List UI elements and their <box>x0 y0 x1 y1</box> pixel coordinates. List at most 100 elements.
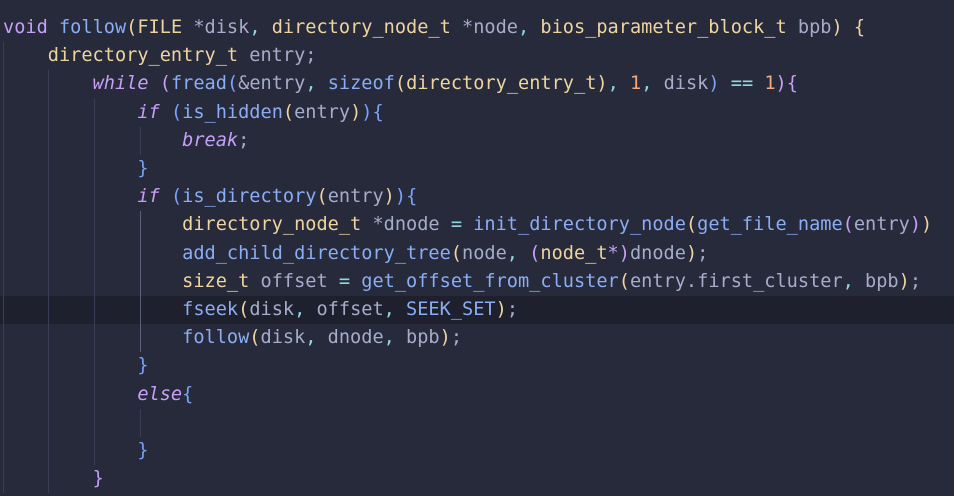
code-line[interactable]: fseek(disk, offset, SEEK_SET); <box>0 296 954 325</box>
code-token: ) <box>831 17 843 38</box>
code-token: , <box>518 17 541 38</box>
code-token: dnode <box>629 242 686 264</box>
code-token: ) <box>909 214 922 236</box>
code-token: entry <box>853 214 910 236</box>
code-token <box>3 243 182 264</box>
code-token: ( <box>226 73 239 95</box>
code-token: entry.first_cluster <box>629 270 843 292</box>
code-token: } <box>92 468 104 490</box>
code-token: disk <box>249 299 295 320</box>
code-token: ; <box>697 242 709 264</box>
code-token: ) <box>921 214 933 236</box>
indent-guide <box>48 70 49 494</box>
code-token: , <box>641 73 664 95</box>
code-token: ( <box>249 327 261 349</box>
code-line[interactable]: } <box>0 465 954 493</box>
code-line[interactable]: } <box>0 437 954 465</box>
code-token: offset <box>260 270 328 292</box>
code-token: is_directory <box>182 186 317 208</box>
code-token: * <box>607 242 619 264</box>
code-token: fread <box>170 73 227 95</box>
code-token: , <box>305 327 328 349</box>
code-token <box>3 440 137 461</box>
code-token: if <box>137 186 160 208</box>
code-line[interactable]: } <box>0 155 954 183</box>
code-token <box>249 271 260 292</box>
code-line[interactable]: directory_node_t *dnode = init_directory… <box>0 211 954 239</box>
code-token: directory_entry_t <box>47 45 239 67</box>
code-token: , <box>249 17 272 38</box>
code-token: * <box>182 17 205 38</box>
code-line[interactable] <box>0 409 954 437</box>
code-token: fseek <box>182 299 239 320</box>
code-token: ; <box>238 129 250 151</box>
code-token: ) <box>394 186 407 208</box>
code-token: ) <box>350 101 362 123</box>
code-token: ( <box>170 186 183 208</box>
code-line[interactable]: directory_entry_t entry; <box>0 42 954 70</box>
indent-guide <box>140 408 141 437</box>
code-token: bpb <box>406 327 440 349</box>
code-token: size_t <box>182 270 250 292</box>
code-token: * <box>450 17 474 38</box>
code-token: break <box>182 129 239 151</box>
code-token: { <box>182 383 194 405</box>
code-line[interactable]: break; <box>0 127 954 155</box>
code-token: entry <box>249 45 306 67</box>
code-token: else <box>137 383 183 405</box>
code-token: ( <box>394 73 407 95</box>
code-token: get_file_name <box>697 214 843 236</box>
code-token: ( <box>170 101 183 123</box>
code-token: } <box>137 355 149 377</box>
code-token <box>48 17 59 38</box>
code-token <box>3 158 137 179</box>
code-line[interactable]: else{ <box>0 381 954 409</box>
code-token <box>160 102 171 123</box>
code-token: 1 <box>764 73 776 95</box>
code-token: bpb <box>797 17 832 38</box>
code-token: ) <box>495 299 507 320</box>
code-token: bios_parameter_block_t <box>540 17 787 38</box>
code-token <box>160 186 171 207</box>
code-token: if <box>137 101 160 123</box>
code-token <box>238 45 249 66</box>
code-token: void <box>3 17 48 38</box>
code-token: is_hidden <box>182 101 283 123</box>
code-token: ) <box>708 73 720 95</box>
code-token: = <box>327 270 362 292</box>
code-line[interactable]: void follow(FILE *disk, directory_node_t… <box>0 14 954 42</box>
code-token: } <box>137 158 149 179</box>
code-token <box>3 355 137 376</box>
code-line[interactable]: if (is_directory(entry)){ <box>0 183 954 211</box>
code-token: sizeof <box>327 73 395 95</box>
code-token: ( <box>238 299 250 320</box>
code-token <box>149 73 160 94</box>
code-token: ( <box>126 17 138 38</box>
code-line[interactable]: } <box>0 352 954 380</box>
code-line[interactable]: follow(disk, dnode, bpb); <box>0 324 954 352</box>
code-line[interactable]: while (fread(&entry, sizeof(directory_en… <box>0 70 954 98</box>
code-token: ) <box>618 242 630 264</box>
indent-guide <box>3 42 4 494</box>
code-line[interactable]: if (is_hidden(entry)){ <box>0 99 954 127</box>
code-token: , <box>383 327 407 349</box>
code-token: } <box>137 440 149 461</box>
code-token: { <box>406 186 418 208</box>
code-token: ( <box>842 214 854 236</box>
code-token: ( <box>316 186 328 208</box>
code-line[interactable]: size_t offset = get_offset_from_cluster(… <box>0 268 954 296</box>
code-token <box>787 17 798 38</box>
code-token: ) <box>361 101 373 123</box>
indent-guide <box>94 98 95 466</box>
code-token: &entry <box>238 73 306 95</box>
code-token: , <box>305 73 328 95</box>
code-line[interactable]: add_child_directory_tree(node, (node_t*)… <box>0 240 954 268</box>
code-token: offset <box>316 299 384 320</box>
code-token: node <box>473 17 518 38</box>
code-token: follow <box>58 17 127 38</box>
code-token: FILE <box>137 17 183 38</box>
code-token: { <box>372 101 384 123</box>
code-token: ( <box>618 270 630 292</box>
code-token: while <box>92 73 149 95</box>
